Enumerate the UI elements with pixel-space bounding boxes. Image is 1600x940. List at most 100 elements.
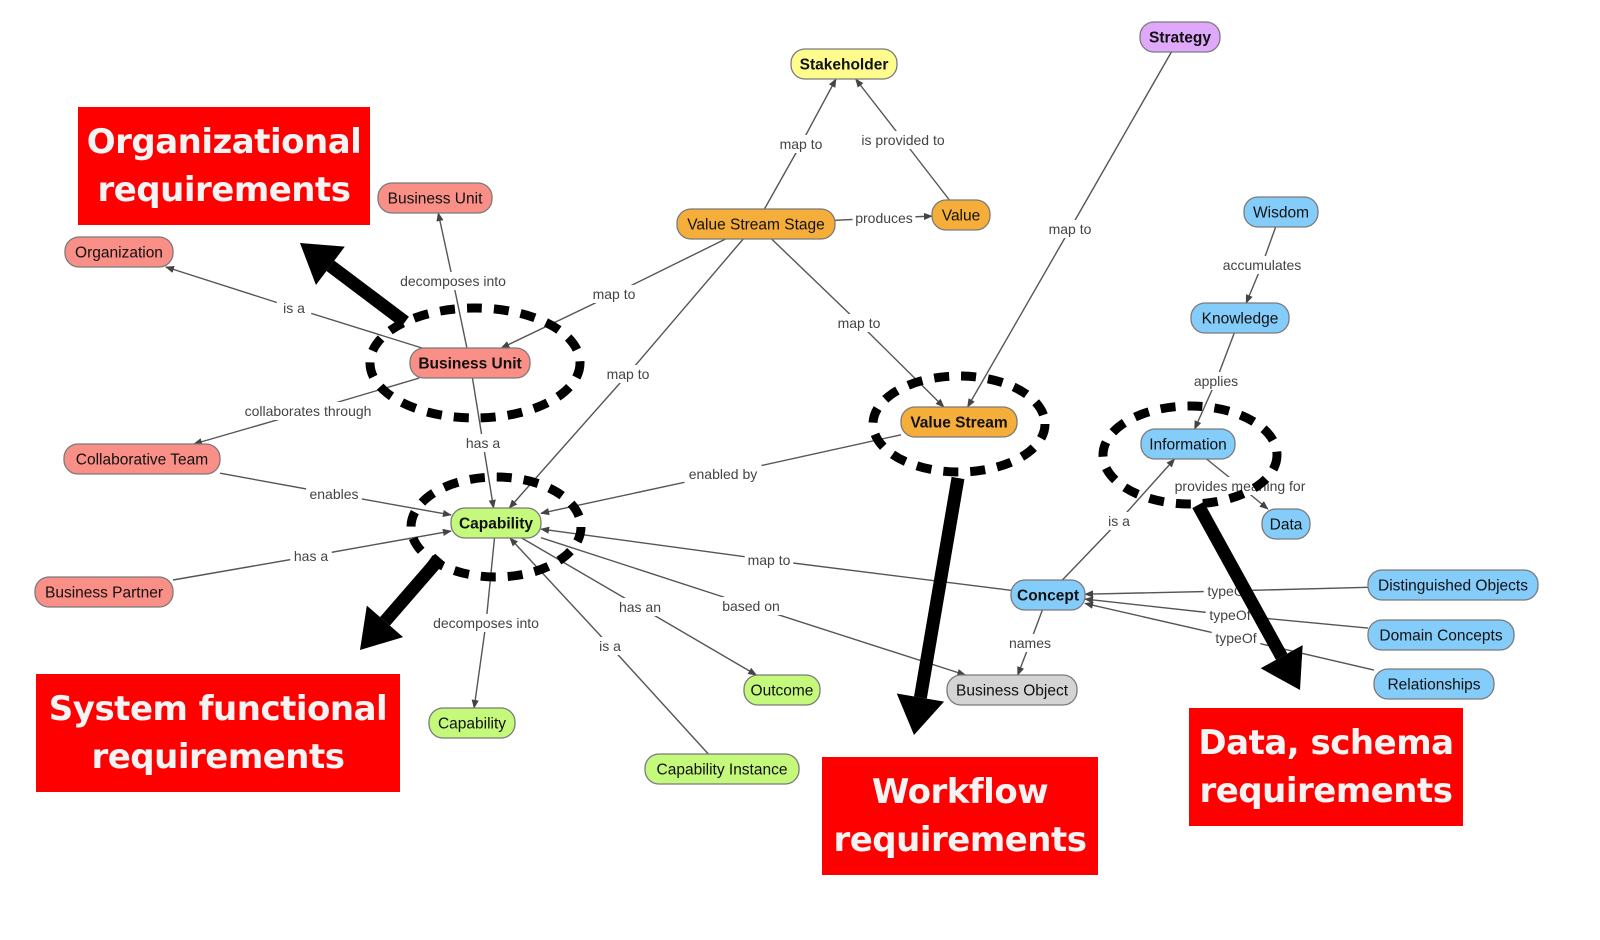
edge-label: map to [607, 366, 650, 382]
node-value-stream-stage[interactable]: Value Stream Stage [676, 208, 836, 240]
node-label: Business Partner [45, 585, 163, 602]
edge-label: is a [1108, 513, 1130, 529]
node-label: Knowledge [1202, 311, 1279, 328]
node-shape [1367, 569, 1539, 601]
callout-arrow-organizational [300, 243, 409, 328]
edge-label: provides meaning for [1175, 478, 1306, 494]
node-shape [1261, 508, 1311, 540]
edge-label-bg [429, 614, 543, 632]
node-capability[interactable]: Capability [428, 707, 516, 739]
edge-map-to: map to [967, 51, 1173, 408]
node-relationships[interactable]: Relationships [1373, 668, 1495, 700]
edge-line-arrow [310, 528, 452, 557]
node-stakeholder[interactable]: Stakeholder [790, 48, 898, 80]
node-capability-instance[interactable]: Capability Instance [644, 753, 800, 785]
node-capability[interactable]: Capability [450, 507, 542, 539]
callout-arrow-shaft [326, 260, 409, 328]
edge-label: has an [619, 599, 661, 615]
edge-line [1061, 520, 1120, 581]
edge-label-bg [719, 597, 783, 615]
node-outcome[interactable]: Outcome [743, 674, 821, 706]
node-shape [63, 443, 221, 475]
edge-has-a: has a [172, 528, 452, 581]
node-label: Value [942, 208, 981, 225]
node-strategy[interactable]: Strategy [1139, 21, 1221, 53]
edge-enabled-by: enabled by [540, 434, 902, 516]
node-shape [377, 182, 493, 214]
edge-label-bg [1009, 634, 1051, 652]
node-business-partner[interactable]: Business Partner [34, 576, 174, 608]
edge-label-bg [396, 272, 510, 290]
callout-line: requirements [97, 170, 351, 210]
node-label: Strategy [1149, 30, 1211, 47]
callout-workflow-requirements: Workflow requirements [822, 757, 1098, 875]
node-value[interactable]: Value [931, 199, 991, 231]
node-label: Capability [438, 716, 506, 733]
edge-label-bg [234, 402, 382, 420]
edge-line [613, 238, 726, 295]
node-data[interactable]: Data [1261, 508, 1311, 540]
edge-label: typeOf [1209, 607, 1250, 623]
node-distinguished-objects[interactable]: Distinguished Objects [1367, 569, 1539, 601]
node-business-unit[interactable]: Business Unit [377, 182, 493, 214]
node-shape [34, 576, 174, 608]
edge-label-bg [615, 598, 665, 616]
node-label: Collaborative Team [76, 452, 208, 469]
edge-line [763, 143, 802, 210]
edge-decomposes-into: decomposes into [429, 537, 543, 709]
callout-arrow-shaft [380, 553, 445, 626]
node-label: Distinguished Objects [1378, 578, 1528, 595]
edge-label-bg [1188, 372, 1244, 390]
node-information[interactable]: Information [1140, 428, 1236, 460]
callout-arrow-head [360, 605, 404, 650]
node-organization[interactable]: Organization [64, 236, 174, 268]
node-business-object[interactable]: Business Object [946, 674, 1078, 706]
edge-label-bg [290, 547, 332, 565]
edge-map-to: map to [540, 526, 1012, 592]
node-wisdom[interactable]: Wisdom [1243, 196, 1319, 228]
node-label: Business Unit [418, 356, 521, 373]
edge-label: applies [1194, 373, 1238, 389]
node-shape [1190, 302, 1290, 334]
node-business-unit[interactable]: Business Unit [409, 347, 531, 379]
edge-label-bg [276, 299, 312, 317]
node-concept[interactable]: Concept [1010, 579, 1086, 611]
edge-line [540, 536, 752, 607]
node-shape [450, 507, 542, 539]
edge-label-bg [592, 637, 628, 655]
node-shape [900, 406, 1018, 438]
node-label: Information [1149, 437, 1227, 454]
edge-label: map to [838, 315, 881, 331]
node-label: Wisdom [1253, 205, 1309, 222]
edge-has-an: has an [521, 537, 758, 676]
node-value-stream[interactable]: Value Stream [900, 406, 1018, 438]
edge-enables: enables [219, 472, 452, 518]
edge-label-bg [850, 131, 956, 149]
edge-is-provided-to: is provided to [850, 78, 956, 201]
callout-line: System functional [48, 689, 388, 729]
node-label: Capability Instance [657, 762, 788, 779]
edge-label-bg [834, 314, 884, 332]
edge-based-on: based on [540, 536, 967, 676]
edge-line-arrow [967, 228, 1071, 408]
edge-label-bg [684, 465, 762, 483]
node-collaborative-team[interactable]: Collaborative Team [63, 443, 221, 475]
edge-label: names [1009, 635, 1051, 651]
callout-line: Workflow [871, 772, 1049, 812]
node-shape [1139, 21, 1221, 53]
node-domain-concepts[interactable]: Domain Concepts [1367, 619, 1515, 651]
node-label: Value Stream [910, 415, 1007, 432]
edge-line-arrow [540, 526, 770, 561]
edge-has-a: has a [462, 377, 504, 509]
node-shape [946, 674, 1078, 706]
node-knowledge[interactable]: Knowledge [1190, 302, 1290, 334]
edge-label-bg [1211, 629, 1261, 647]
edge-label-bg [462, 434, 504, 452]
node-shape [1140, 428, 1236, 460]
node-label: Organization [75, 245, 163, 262]
edge-line-arrow [509, 537, 611, 647]
edge-label: enables [309, 486, 358, 502]
edge-label: map to [780, 136, 823, 152]
